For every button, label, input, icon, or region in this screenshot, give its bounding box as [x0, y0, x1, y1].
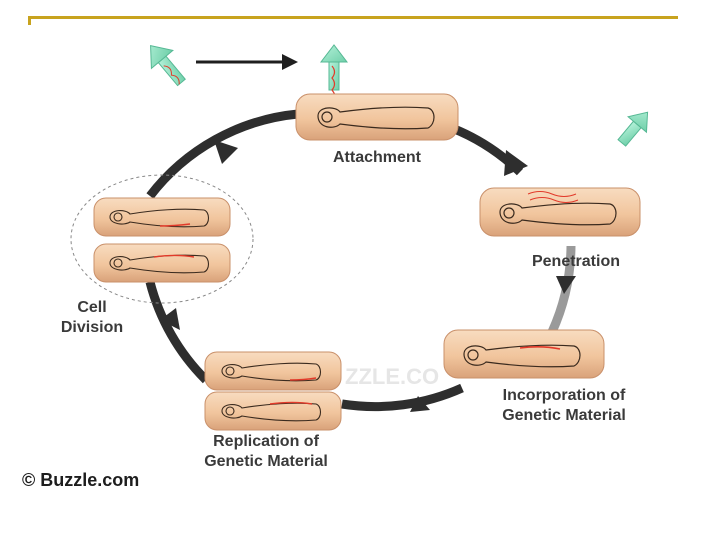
- approach-arrow: [196, 54, 298, 70]
- label-incorporation-line2: Genetic Material: [502, 407, 626, 424]
- cell-replication-bottom: [204, 391, 342, 431]
- label-replication: Replication of Genetic Material: [168, 432, 364, 472]
- watermark-text: ZZLE.CO: [345, 364, 439, 389]
- phage-attaching-icon: [319, 44, 349, 103]
- cell-attachment: [295, 93, 459, 141]
- cell-penetration: [479, 187, 641, 237]
- arrowhead-bottom: [410, 396, 430, 412]
- cell-division-top: [93, 197, 231, 237]
- arrowhead-top-left: [214, 140, 238, 164]
- cycle-arc-division-to-attachment: [146, 109, 299, 199]
- cycle-arc-incorporation-to-replication: [341, 383, 464, 412]
- cycle-arc-replication-to-division: [145, 280, 210, 384]
- cell-incorporation: [443, 329, 605, 379]
- label-replication-line2: Genetic Material: [204, 453, 328, 470]
- label-replication-line1: Replication of: [213, 433, 319, 450]
- phage-released-icon: [617, 111, 649, 147]
- cycle-arrowheads: [160, 140, 576, 412]
- arrowhead-left: [160, 308, 180, 330]
- label-attachment: Attachment: [332, 149, 421, 166]
- label-division: Cell Division: [40, 298, 144, 338]
- cell-replication-top: [204, 351, 342, 391]
- label-division-line1: Cell: [77, 299, 107, 316]
- phage-free-top-left-icon: [150, 44, 186, 87]
- slide-rule-tick: [28, 16, 31, 25]
- cell-division-bottom: [93, 243, 231, 283]
- arrowhead-right: [556, 276, 576, 294]
- slide-top-rule: [28, 16, 678, 19]
- label-incorporation-line1: Incorporation of: [502, 387, 626, 404]
- division-highlight-circle: [70, 174, 254, 304]
- copyright-credit: © Buzzle.com: [22, 470, 140, 490]
- label-division-line2: Division: [60, 319, 124, 336]
- label-penetration: Penetration: [531, 253, 620, 270]
- label-incorporation: Incorporation of Genetic Material: [464, 386, 664, 426]
- arrowhead-top-right: [504, 150, 528, 176]
